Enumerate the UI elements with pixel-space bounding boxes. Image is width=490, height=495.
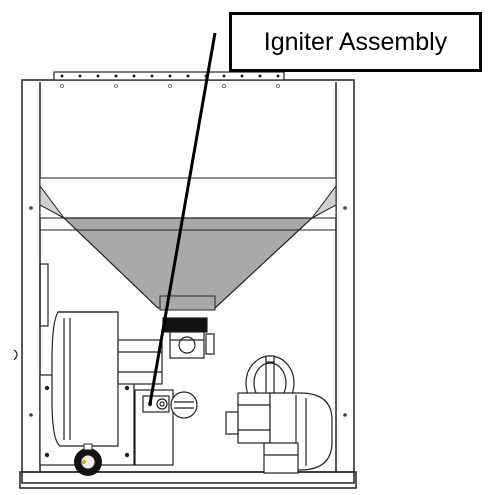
callout-box: Igniter Assembly [229, 12, 482, 72]
leader-line [148, 32, 217, 405]
auger-motor-icon [162, 317, 215, 359]
igniter-assembly-icon [134, 389, 198, 466]
callout-label: Igniter Assembly [263, 27, 448, 56]
side-screws [29, 206, 347, 417]
hopper-icon [39, 177, 337, 311]
side-tab [13, 263, 49, 361]
hinge-bar-icon [53, 71, 285, 88]
convection-blower-icon [225, 355, 333, 474]
pressure-switch-icon [74, 443, 102, 476]
